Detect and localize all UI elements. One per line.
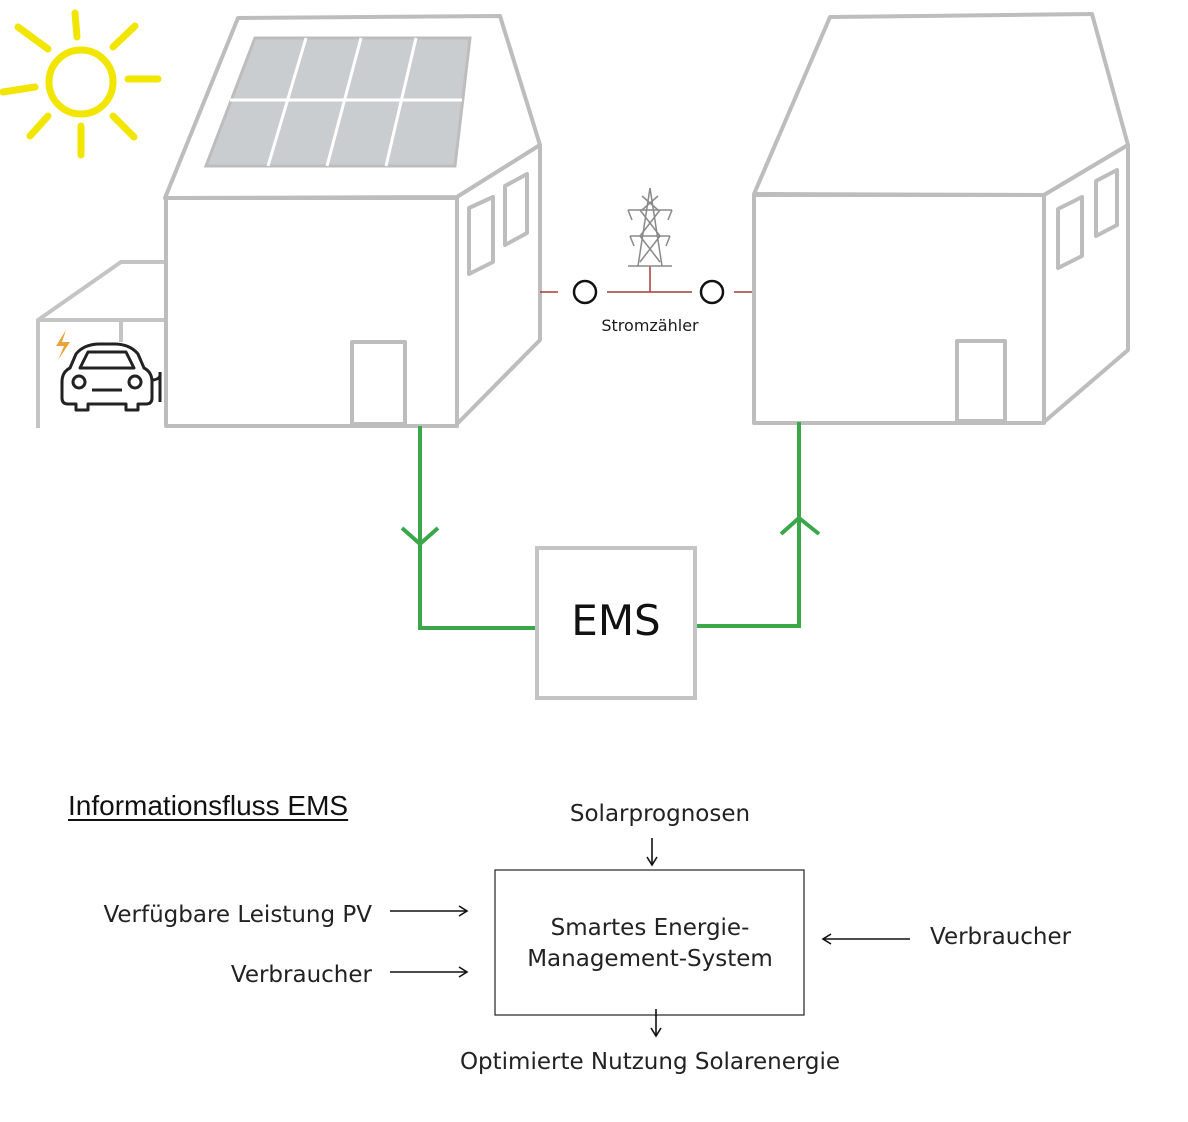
output-optimized-solar-usage: Optimierte Nutzung Solarenergie xyxy=(459,1049,841,1075)
solar-panel xyxy=(203,36,472,168)
power-meter-label: Stromzähler xyxy=(601,316,699,335)
input-consumers-left: Verbraucher xyxy=(230,962,372,988)
system-box-title: Smartes Energie- Management-System xyxy=(497,913,803,975)
ems-label: EMS xyxy=(571,596,661,645)
input-consumers-right: Verbraucher xyxy=(930,924,1072,950)
power-meter-left xyxy=(572,279,598,305)
info-flow-arrows xyxy=(390,838,910,1038)
sun-icon xyxy=(0,9,162,159)
lightning-icon xyxy=(56,330,70,360)
energy-flow-lines xyxy=(400,422,821,630)
info-flow-title: Informationsfluss EMS xyxy=(68,790,349,821)
car-icon xyxy=(60,342,162,412)
power-pylon-icon xyxy=(627,187,673,267)
carport xyxy=(36,260,165,428)
ems-box xyxy=(535,546,697,700)
grid-connection xyxy=(540,266,752,293)
input-available-pv-power: Verfügbare Leistung PV xyxy=(103,902,372,928)
energy-management-system-box xyxy=(494,869,805,1016)
system-box-line-2: Management-System xyxy=(527,946,773,972)
power-meter-right xyxy=(699,279,725,305)
house-without-solar xyxy=(752,12,1130,425)
system-box-line-1: Smartes Energie- xyxy=(550,915,750,941)
input-solar-forecast: Solarprognosen xyxy=(569,801,751,827)
